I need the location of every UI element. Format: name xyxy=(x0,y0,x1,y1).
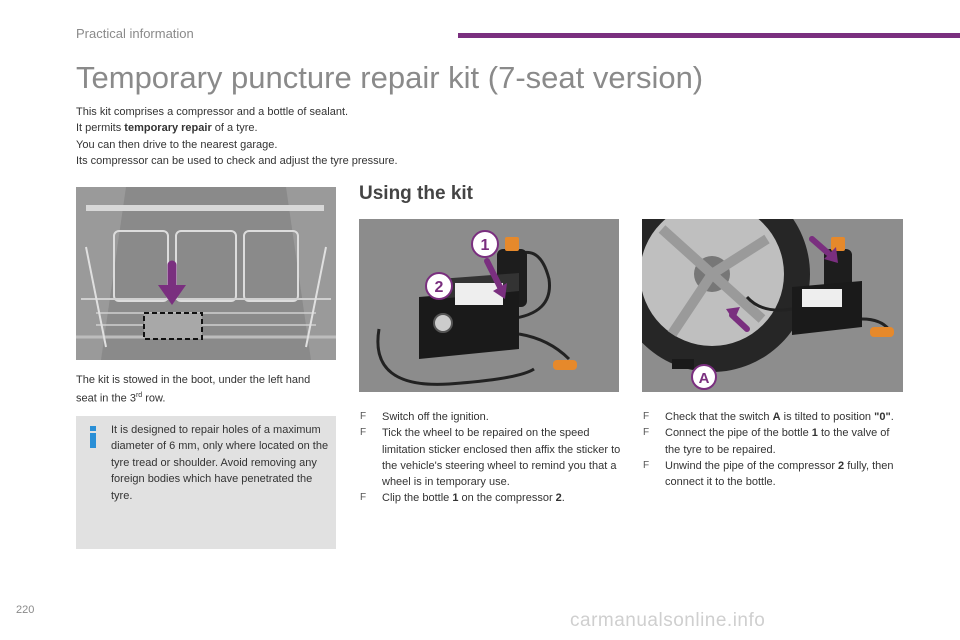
step-text: Tick the wheel to be repaired on the spe… xyxy=(382,427,621,489)
step-text: Check that the switch xyxy=(665,411,773,423)
info-box: It is designed to repair holes of a maxi… xyxy=(76,416,336,549)
boot-caption-sup: rd xyxy=(135,392,143,399)
boot-caption-end: row. xyxy=(142,392,166,405)
intro-line-4: Its compressor can be used to check and … xyxy=(76,155,398,168)
step-bullet: F xyxy=(643,459,650,471)
step-text: 2 xyxy=(838,459,845,472)
label-compressor: 2 xyxy=(435,279,444,296)
label-bottle: 1 xyxy=(481,237,490,254)
intro-line-2: It permits temporary repair of a tyre. xyxy=(76,120,398,136)
boot-caption: The kit is stowed in the boot, under the… xyxy=(76,372,326,407)
step-item: F Check that the switch A is tilted to po… xyxy=(643,409,903,425)
kit-illustration: 1 2 xyxy=(359,219,619,392)
step-text: to the valve of the tyre to be repaired. xyxy=(665,427,890,456)
step-text: 1 xyxy=(452,492,459,505)
boot-caption-text: The kit is stowed in the boot, under the… xyxy=(76,374,311,405)
step-text: Switch off the ignition. xyxy=(382,411,489,423)
step-bullet: F xyxy=(643,411,650,422)
step-text: Connect the pipe of the bottle xyxy=(665,427,812,440)
step-text: 1 xyxy=(811,427,818,440)
step-text: . xyxy=(890,411,894,423)
step-item: F Unwind the pipe of the compressor 2 ful… xyxy=(643,458,903,491)
intro-emphasis: temporary repair xyxy=(124,122,212,135)
header-accent-bar xyxy=(458,33,960,38)
page-title: Temporary puncture repair kit (7-seat ve… xyxy=(76,60,704,95)
intro-line-3: You can then drive to the nearest garage… xyxy=(76,138,278,151)
step-text: Clip the bottle xyxy=(382,492,453,505)
label-switch: A xyxy=(699,370,710,387)
step-text: 2 xyxy=(555,492,562,505)
step-text: A xyxy=(772,411,781,423)
step-text: "0" xyxy=(874,411,891,423)
page-number: 220 xyxy=(16,604,35,616)
step-text: . xyxy=(561,492,565,505)
intro-line-2-pre: It permits xyxy=(76,122,125,135)
section-header: Practical information xyxy=(76,26,194,41)
step-text: is tilted to position xyxy=(780,411,875,423)
tyre-illustration: A xyxy=(642,219,903,392)
step-bullet: F xyxy=(360,492,367,504)
intro-line-2-post: of a tyre. xyxy=(211,122,258,135)
step-bullet: F xyxy=(360,411,367,422)
step-item: F Clip the bottle 1 on the compressor 2. xyxy=(360,490,622,506)
steps-list-left: F Switch off the ignition. F Tick the wheel… xyxy=(360,409,622,507)
step-item: F Tick the wheel to be repaired on the sp… xyxy=(360,425,622,490)
info-text: It is designed to repair holes of a maxi… xyxy=(111,424,329,502)
watermark: carmanualsonline.info xyxy=(570,610,766,631)
step-bullet: F xyxy=(360,427,367,439)
info-icon xyxy=(90,426,96,448)
step-text: on the compressor xyxy=(458,492,556,505)
steps-list-right: F Check that the switch A is tilted to po… xyxy=(643,409,903,490)
step-bullet: F xyxy=(643,427,650,439)
step-text: Unwind the pipe of the compressor xyxy=(665,459,839,472)
intro-line-1: This kit comprises a compressor and a bo… xyxy=(76,106,349,118)
step-text: fully, then connect it to the bottle. xyxy=(665,459,894,489)
boot-illustration xyxy=(76,187,336,360)
step-item: F Switch off the ignition. xyxy=(360,409,622,425)
section-heading: Using the kit xyxy=(359,183,474,204)
intro-text: This kit comprises a compressor and a bo… xyxy=(76,104,398,170)
step-item: F Connect the pipe of the bottle 1 to the… xyxy=(643,425,903,458)
